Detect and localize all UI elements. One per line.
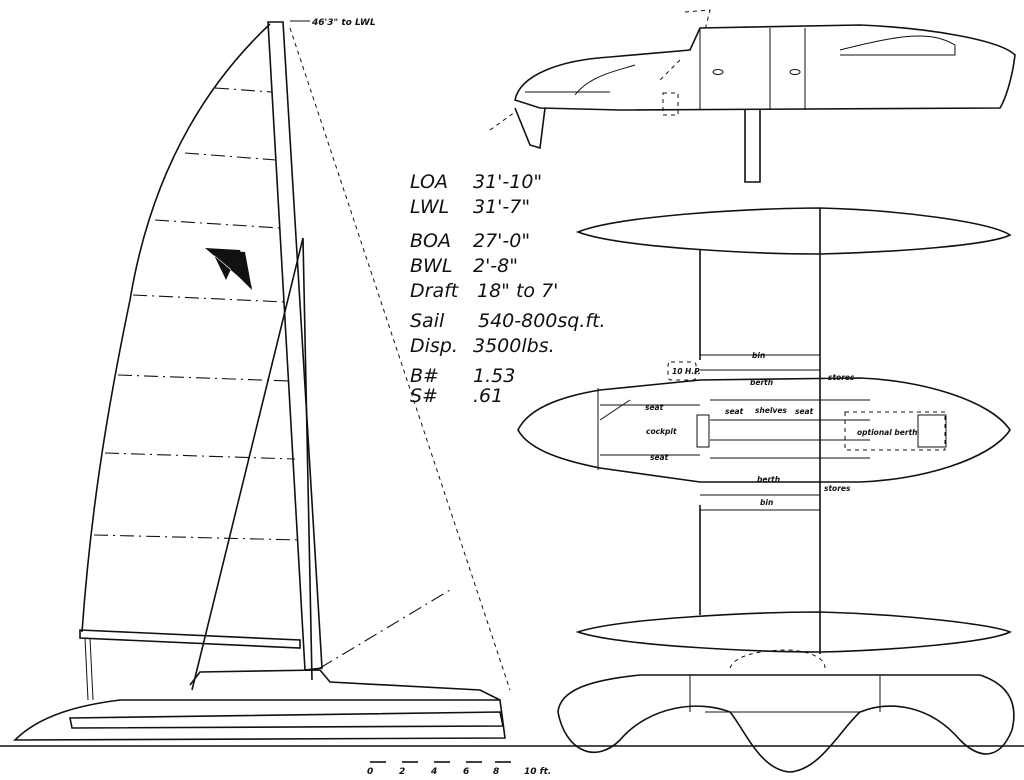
scale-tick: 10 ft.	[524, 767, 551, 777]
spec-label: LOA	[410, 171, 448, 193]
label-seat: seat	[725, 407, 744, 416]
spec-label: Sail	[410, 310, 445, 332]
sail-battens	[93, 87, 301, 541]
scale-tick: 4	[430, 767, 437, 777]
spec-label: S#	[410, 385, 438, 407]
scale-tick: 6	[463, 767, 469, 777]
label-bin: bin	[752, 351, 765, 360]
label-cockpit: cockpit	[646, 427, 677, 436]
specifications: LOA 31'-10" LWL 31'-7" BOA 27'-0" BWL 2'…	[410, 171, 606, 407]
mainsail-leech	[81, 23, 271, 633]
spec-value: .61	[473, 385, 503, 407]
label-berth: berth	[750, 378, 773, 387]
label-seat: seat	[650, 453, 669, 462]
spec-label: Disp.	[410, 335, 458, 357]
label-optional-berth: optional berth	[857, 428, 918, 437]
label-bin: bin	[760, 498, 773, 507]
label-shelves: shelves	[755, 406, 787, 415]
sail-logo-icon	[208, 250, 252, 290]
spec-value: 540-800sq.ft.	[478, 310, 606, 332]
jib	[191, 237, 313, 691]
side-elevation	[489, 9, 1016, 183]
label-seat: seat	[795, 407, 814, 416]
spec-label: LWL	[410, 196, 449, 218]
forestay	[289, 27, 511, 691]
hull	[13, 699, 506, 741]
scale-tick: 2	[399, 767, 405, 777]
ama	[69, 711, 504, 729]
main-hull	[517, 377, 1011, 483]
spec-value: 3500lbs.	[473, 335, 555, 357]
label-seat: seat	[645, 403, 664, 412]
label-engine: 10 H.P.	[672, 367, 701, 376]
mast-height-annotation: 46'3" to LWL	[311, 18, 376, 28]
spec-value: 1.53	[473, 365, 515, 387]
spec-value: 18" to 7'	[477, 280, 558, 302]
ama-top	[575, 207, 1012, 255]
spec-value: 31'-10"	[473, 171, 542, 193]
boom	[79, 629, 301, 649]
ama-bottom	[575, 611, 1012, 653]
spec-value: 2'-8"	[473, 255, 518, 277]
label-stores: stores	[828, 373, 855, 382]
label-stores: stores	[824, 484, 851, 493]
scale-tick: 8	[493, 767, 499, 777]
scale-tick: 0	[367, 767, 373, 777]
spec-label: B#	[410, 365, 439, 387]
scale-bar: 0 2 4 6 8 10 ft.	[367, 761, 551, 777]
plan-view: bin 10 H.P. berth stores seat seat shelv…	[517, 207, 1012, 654]
spec-label: BWL	[410, 255, 452, 277]
spec-label: Draft	[410, 280, 460, 302]
cabin	[189, 669, 501, 701]
mast	[267, 21, 323, 671]
spec-value: 27'-0"	[473, 230, 530, 252]
front-view	[557, 649, 1015, 773]
sail-profile	[0, 20, 1024, 747]
label-berth: berth	[757, 475, 780, 484]
spec-label: BOA	[410, 230, 451, 252]
spec-value: 31'-7"	[473, 196, 530, 218]
